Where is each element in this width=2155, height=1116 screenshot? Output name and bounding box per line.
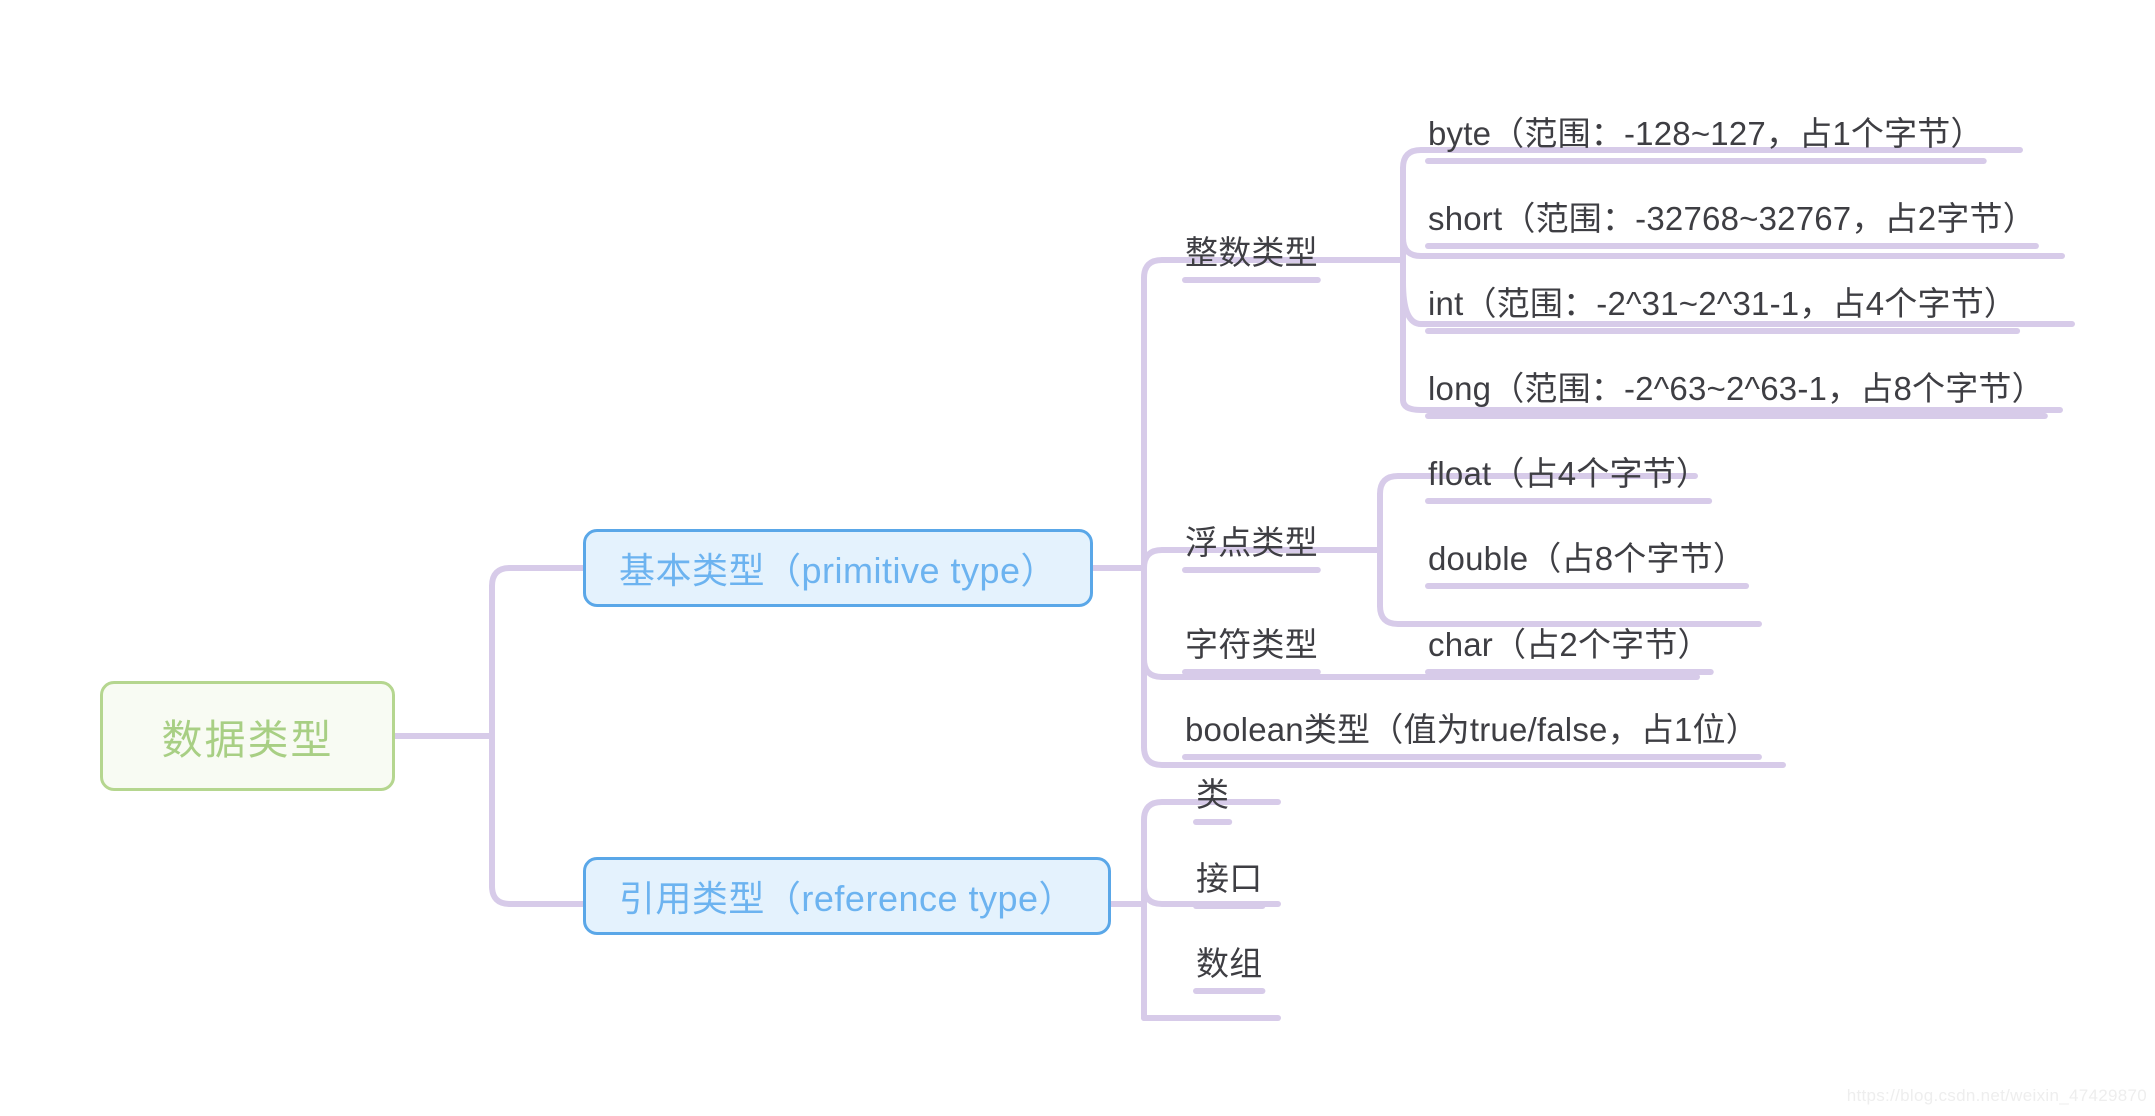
category-label-integer[interactable]: 整数类型 [1185,234,1318,271]
leaf-long[interactable]: long（范围：-2^63~2^63-1，占8个字节） [1428,370,2045,407]
root-node-label: 数据类型 [161,717,334,763]
leaf-double[interactable]: double（占8个字节） [1428,540,1747,577]
branch-node-primitive[interactable]: 基本类型（primitive type） [583,529,1093,607]
branch-node-primitive-label: 基本类型（primitive type） [618,550,1058,591]
leaf-char[interactable]: char（占2个字节） [1428,626,1711,663]
wire-root-to-primitive [489,565,586,589]
category-label-array[interactable]: 数组 [1196,945,1263,982]
category-label-float[interactable]: 浮点类型 [1185,524,1318,561]
branch-node-reference-label: 引用类型（reference type） [618,878,1076,919]
category-label-interface[interactable]: 接口 [1196,860,1263,897]
wire-integer-to-short [1400,235,2065,259]
category-label-class[interactable]: 类 [1196,776,1230,813]
leaf-short[interactable]: short（范围：-32768~32767，占2字节） [1428,200,2036,237]
leaf-int[interactable]: int（范围：-2^31~2^31-1，占4个字节） [1428,285,2018,322]
branch-node-reference[interactable]: 引用类型（reference type） [583,857,1111,935]
root-node[interactable]: 数据类型 [100,681,395,791]
watermark-text: https://blog.csdn.net/weixin_47429870 [1846,1086,2147,1105]
wire-root-to-reference [489,883,586,907]
category-label-char[interactable]: 字符类型 [1185,626,1318,663]
leaf-float[interactable]: float（占4个字节） [1428,455,1710,492]
leaf-byte[interactable]: byte（范围：-128~127，占1个字节） [1428,115,1984,152]
category-label-boolean[interactable]: boolean类型（值为true/false，占1位） [1185,711,1759,748]
